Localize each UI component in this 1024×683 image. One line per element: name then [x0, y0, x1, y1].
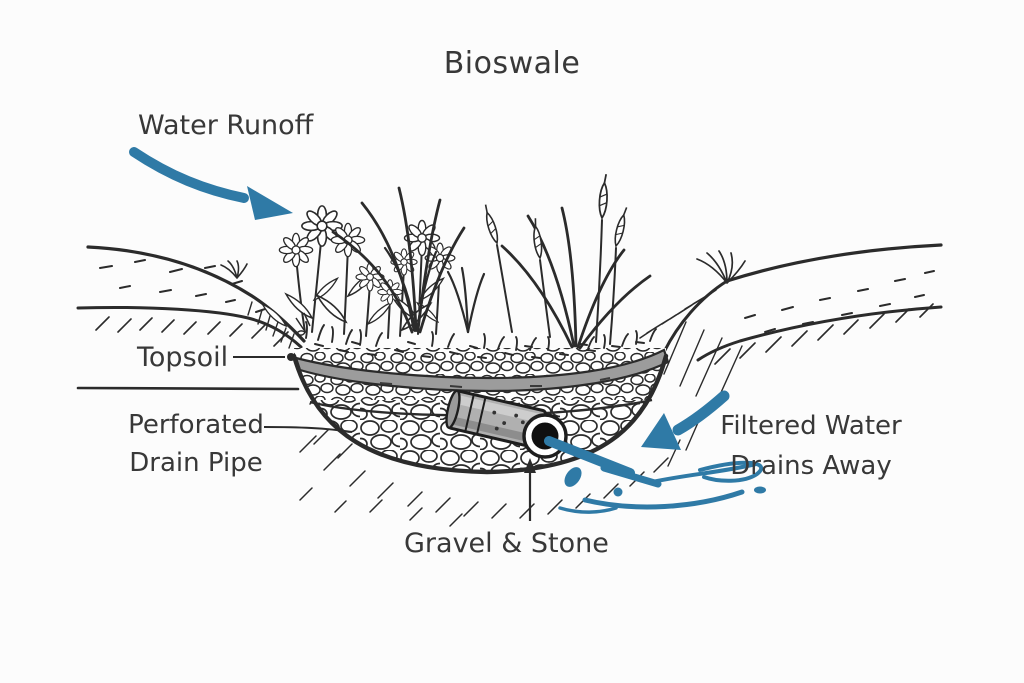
label-perforated-line2: Drain Pipe — [129, 448, 263, 478]
label-gravel-stone: Gravel & Stone — [404, 528, 609, 559]
label-filtered-line1: Filtered Water — [720, 411, 902, 441]
bed-surface-dots — [314, 341, 645, 359]
topsoil-texture — [379, 377, 611, 388]
grass-fringe — [305, 321, 657, 351]
page-title: Bioswale — [443, 46, 581, 81]
label-perforated-line1: Perforated — [128, 410, 264, 440]
bowl-outline — [291, 353, 669, 475]
gravel-stone-arrow — [524, 458, 536, 521]
outflow-water — [544, 436, 766, 514]
ground-right — [639, 243, 943, 467]
topsoil-leader — [233, 353, 295, 361]
plants — [261, 172, 657, 351]
bed-edge-scribble — [287, 312, 311, 336]
label-topsoil: Topsoil — [137, 342, 229, 373]
filtered-water-arrow — [641, 390, 730, 450]
label-filtered-line2: Drains Away — [730, 451, 892, 481]
drain-pipe-leader — [263, 426, 353, 433]
label-perforated-drain-pipe: Perforated Drain Pipe — [126, 406, 266, 482]
label-water-runoff: Water Runoff — [138, 110, 314, 141]
water-runoff-arrow — [129, 147, 293, 220]
label-filtered-water: Filtered Water Drains Away — [716, 406, 906, 486]
